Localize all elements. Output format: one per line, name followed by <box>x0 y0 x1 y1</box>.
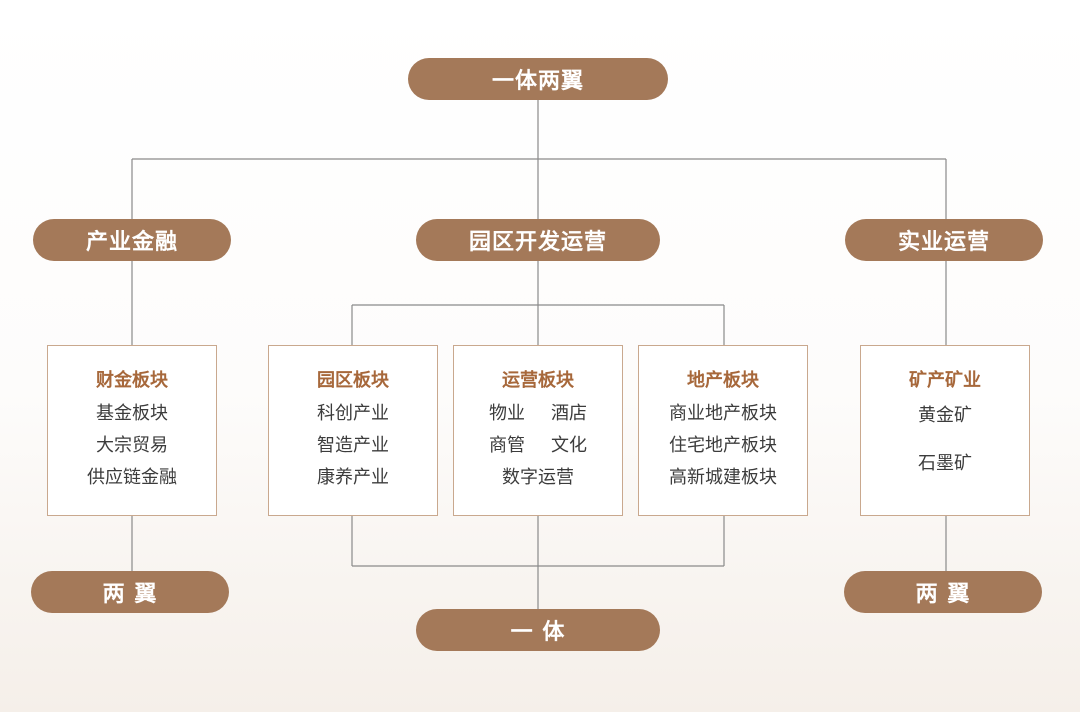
block-item: 供应链金融 <box>87 467 177 488</box>
block-item: 物业 <box>489 403 525 424</box>
block-title: 地产板块 <box>687 370 759 391</box>
block-item-pair: 物业 酒店 <box>454 398 622 430</box>
bottom-node-right-wing: 两 翼 <box>844 571 1042 613</box>
block-title: 财金板块 <box>96 370 168 391</box>
block-item: 高新城建板块 <box>669 467 777 488</box>
bottom-node-core: 一 体 <box>416 609 660 651</box>
block-operations: 运营板块 物业 酒店 商管 文化 数字运营 <box>453 345 623 516</box>
pillar-park-development: 园区开发运营 <box>416 219 660 261</box>
pillar-industrial-operation: 实业运营 <box>845 219 1043 261</box>
block-item-pair: 商管 文化 <box>454 430 622 462</box>
block-item: 数字运营 <box>502 467 574 488</box>
block-item: 酒店 <box>551 403 587 424</box>
top-node-yiti-liangyi: 一体两翼 <box>408 58 668 100</box>
block-item: 黄金矿 <box>918 405 972 426</box>
block-item: 石墨矿 <box>918 453 972 474</box>
block-mining: 矿产矿业 黄金矿 石墨矿 <box>860 345 1030 516</box>
block-item: 商业地产板块 <box>669 403 777 424</box>
pillar-industrial-finance: 产业金融 <box>33 219 231 261</box>
block-item: 住宅地产板块 <box>669 435 777 456</box>
block-title: 矿产矿业 <box>909 370 981 391</box>
block-title: 运营板块 <box>502 370 574 391</box>
block-item: 科创产业 <box>317 403 389 424</box>
block-finance: 财金板块 基金板块 大宗贸易 供应链金融 <box>47 345 217 516</box>
block-title: 园区板块 <box>317 370 389 391</box>
block-item: 康养产业 <box>317 467 389 488</box>
block-real-estate: 地产板块 商业地产板块 住宅地产板块 高新城建板块 <box>638 345 808 516</box>
block-item: 大宗贸易 <box>96 435 168 456</box>
block-item: 基金板块 <box>96 403 168 424</box>
block-park: 园区板块 科创产业 智造产业 康养产业 <box>268 345 438 516</box>
block-item: 文化 <box>551 435 587 456</box>
block-item: 商管 <box>489 435 525 456</box>
block-item: 智造产业 <box>317 435 389 456</box>
bottom-node-left-wing: 两 翼 <box>31 571 229 613</box>
